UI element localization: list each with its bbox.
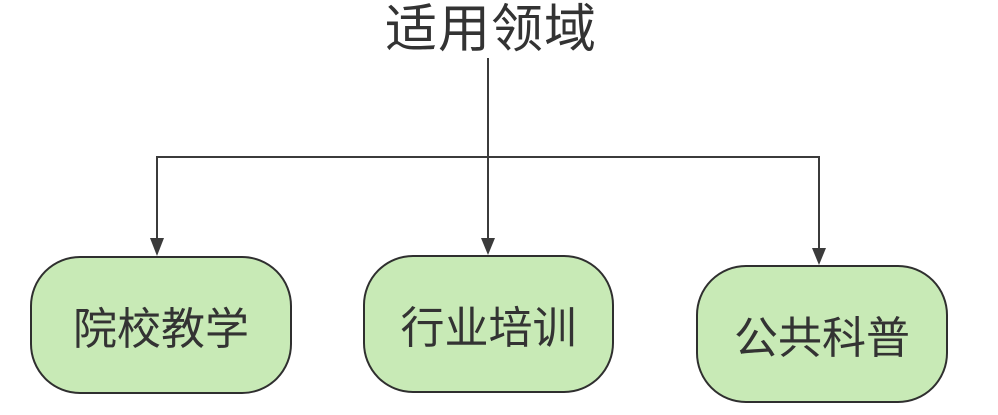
- diagram-title: 适用领域: [384, 1, 598, 59]
- node-college-teaching: 院校教学: [30, 256, 292, 394]
- node-label: 院校教学: [73, 305, 249, 354]
- node-industry-training: 行业培训: [363, 255, 614, 393]
- node-label: 公共科普: [734, 314, 910, 363]
- node-label: 行业培训: [400, 304, 577, 353]
- arrowhead-left-icon: [150, 238, 164, 256]
- arrowhead-center-icon: [481, 238, 495, 255]
- arrowhead-right-icon: [812, 248, 826, 265]
- node-public-science: 公共科普: [696, 265, 948, 403]
